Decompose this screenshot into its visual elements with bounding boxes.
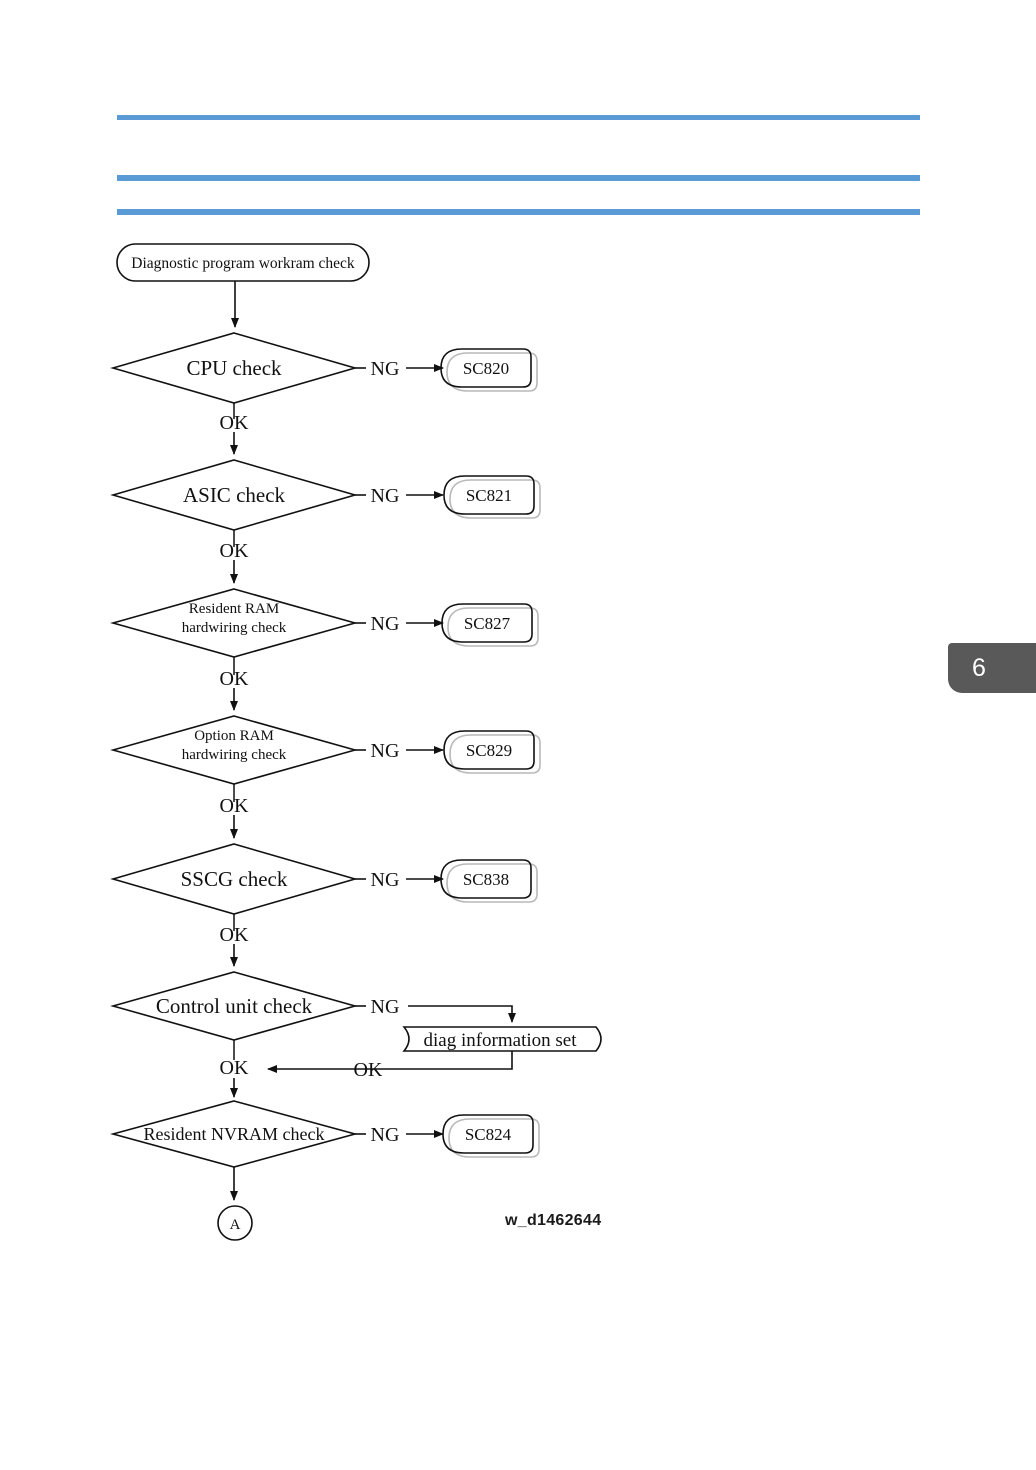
sc-node-sc838: SC838 xyxy=(440,859,538,903)
figure-caption: w_d1462644 xyxy=(505,1212,602,1229)
connector-node-a-label: A xyxy=(230,1217,241,1233)
process-diag-information-set: diag information set xyxy=(402,1026,602,1052)
decision-resident-ram-label-line2: hardwiring check xyxy=(182,620,287,636)
header-rule-bottom xyxy=(117,209,920,215)
branch-label-ok-6: OK xyxy=(220,1057,249,1079)
sc-node-sc827-label: SC827 xyxy=(464,614,511,633)
sc-node-sc821-label: SC821 xyxy=(466,486,512,505)
branch-label-ng-5: NG xyxy=(371,869,400,891)
decision-resident-nvram-check-label: Resident NVRAM check xyxy=(144,1124,325,1144)
branch-label-ok-3: OK xyxy=(220,668,249,690)
decision-control-unit-check: Control unit check xyxy=(110,971,358,1041)
process-diag-information-set-label: diag information set xyxy=(423,1030,577,1051)
branch-label-ok-5: OK xyxy=(220,924,249,946)
branch-label-ok-2: OK xyxy=(220,540,249,562)
decision-control-unit-check-label: Control unit check xyxy=(156,994,313,1018)
sc-node-sc827: SC827 xyxy=(441,603,539,647)
sc-node-sc824-label: SC824 xyxy=(465,1125,512,1144)
sc-node-sc821: SC821 xyxy=(443,475,541,519)
connector-node-a: A xyxy=(217,1205,253,1241)
decision-resident-ram-label-line1: Resident RAM xyxy=(189,601,279,617)
branch-label-ng-2: NG xyxy=(371,485,400,507)
branch-label-ng-4: NG xyxy=(371,740,400,762)
decision-asic-check-label: ASIC check xyxy=(183,483,286,507)
sc-node-sc824: SC824 xyxy=(442,1114,540,1158)
decision-resident-nvram-check: Resident NVRAM check xyxy=(109,1100,359,1168)
decision-option-ram-label-line2: hardwiring check xyxy=(182,747,287,763)
decision-option-ram-hardwiring-check: Option RAM hardwiring check xyxy=(110,715,358,785)
sc-node-sc820: SC820 xyxy=(440,348,538,392)
decision-sscg-check-label: SSCG check xyxy=(181,867,288,891)
branch-label-ok-4: OK xyxy=(220,795,249,817)
start-node-label: Diagnostic program workram check xyxy=(131,255,355,272)
decision-asic-check: ASIC check xyxy=(110,459,358,531)
branch-label-ng-6: NG xyxy=(371,996,400,1018)
branch-label-ng-3: NG xyxy=(371,613,400,635)
sc-node-sc838-label: SC838 xyxy=(463,870,509,889)
branch-label-ok-1: OK xyxy=(220,412,249,434)
header-rule-middle xyxy=(117,175,920,181)
sc-node-sc829-label: SC829 xyxy=(466,741,512,760)
branch-label-ok-return: OK xyxy=(354,1059,383,1081)
decision-option-ram-label-line1: Option RAM xyxy=(194,728,274,744)
decision-cpu-check: CPU check xyxy=(110,332,358,404)
branch-label-ng-7: NG xyxy=(371,1124,400,1146)
branch-label-ng-1: NG xyxy=(371,358,400,380)
decision-resident-ram-hardwiring-check: Resident RAM hardwiring check xyxy=(110,588,358,658)
decision-cpu-check-label: CPU check xyxy=(186,356,282,380)
sc-node-sc820-label: SC820 xyxy=(463,359,509,378)
sc-node-sc829: SC829 xyxy=(443,730,541,774)
header-rule-top xyxy=(117,115,920,120)
page-section-tab: 6 xyxy=(948,643,1036,693)
start-node: Diagnostic program workram check xyxy=(116,243,370,282)
decision-sscg-check: SSCG check xyxy=(110,843,358,915)
